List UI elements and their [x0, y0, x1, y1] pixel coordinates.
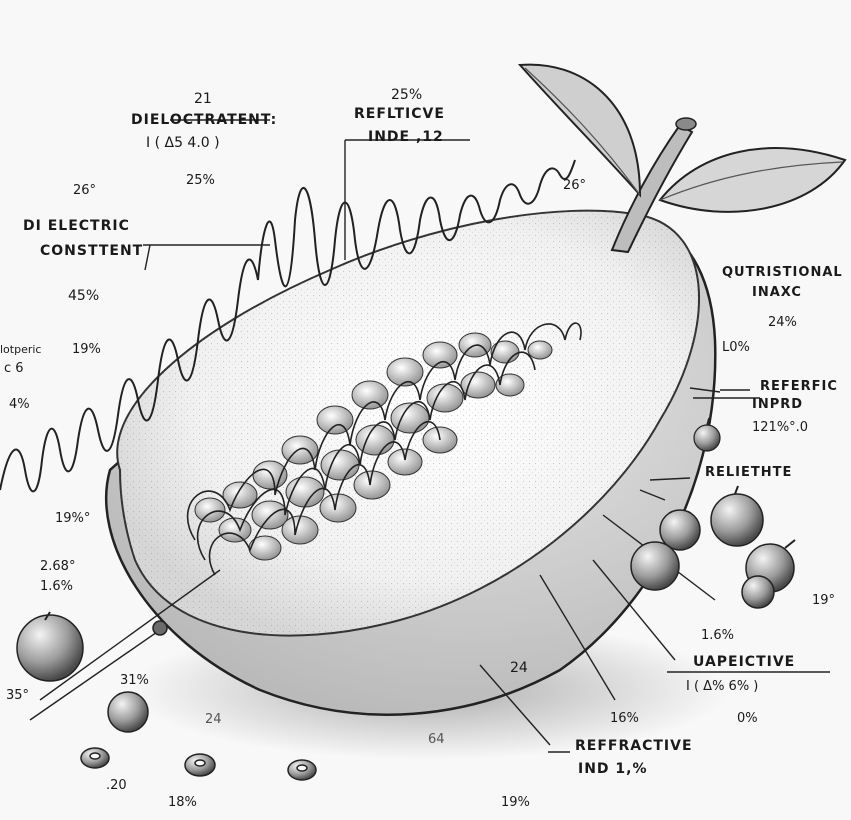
partial-left-line2: c 6 — [4, 361, 24, 376]
dielectric-left-title1: DI ELECTRIC — [23, 218, 130, 234]
berry — [107, 691, 149, 733]
berry — [693, 424, 721, 452]
blossom-end — [152, 620, 168, 636]
dielectric-top-value: I ( Δ5 4.0 ) — [146, 135, 220, 151]
pointer-lines — [29, 119, 830, 753]
pct-19-left: 19% — [72, 342, 101, 357]
refractive-top-value: INDE ,12 — [368, 129, 444, 145]
num-24-left: 24 — [205, 712, 222, 727]
uapeictive-value: I ( Δ% 6% ) — [686, 679, 759, 694]
waveform-left — [0, 258, 259, 493]
leaf-upper — [517, 63, 642, 198]
pct-19-bottom: 19% — [501, 795, 530, 810]
pct-31: 31% — [120, 673, 149, 688]
waveform-top — [257, 159, 576, 288]
uapeictive-top: 1.6% — [701, 628, 735, 643]
deg-35: 35° — [6, 688, 30, 703]
deg-19-left: 19%° — [55, 511, 91, 526]
dielectric-top-number: 21 — [194, 91, 212, 107]
leaf-right — [658, 147, 847, 213]
left-2-68-line2: 1.6% — [40, 579, 74, 594]
seed-rings — [80, 747, 317, 781]
partial-left-line1: lotperic — [0, 343, 42, 356]
pct-16-mid: 16% — [610, 711, 639, 726]
pct-25: 25% — [186, 173, 215, 188]
nutritional-title2: INAXC — [752, 285, 802, 300]
referfic-title2: INPRD — [752, 397, 804, 412]
refractive-top-number: 25% — [391, 87, 423, 103]
berry — [659, 509, 701, 551]
nutritional-value1: 24% — [768, 315, 797, 330]
num-64: 64 — [428, 732, 445, 747]
berries — [16, 417, 796, 733]
uapeictive-title: UAPEICTIVE — [693, 654, 796, 670]
berry — [630, 541, 680, 591]
referfic-value: 121%°.0 — [752, 420, 809, 435]
num-24-center: 24 — [510, 660, 528, 676]
reliethte-label: RELIETHTE — [705, 465, 793, 480]
deg-26-right: 26° — [563, 178, 587, 193]
partial-left-value: 4% — [9, 397, 30, 412]
deg-26-left: 26° — [73, 183, 97, 198]
pct-18: 18% — [168, 795, 197, 810]
spiral-coils — [187, 322, 582, 576]
refractive-bottom-title: REFFRACTIVE — [575, 738, 693, 754]
fruit-stem — [610, 123, 694, 254]
berry — [16, 614, 84, 682]
refractive-top-title: REFLTICVE — [354, 106, 445, 122]
dielectric-top-title: DIELOCTRATENT: — [131, 112, 278, 128]
nutritional-title1: QUTRISTIONAL — [722, 265, 843, 280]
deg-19-right: 19° — [812, 593, 836, 608]
referfic-title1: REFERFIC — [760, 379, 838, 394]
left-2-68-line1: 2.68° — [40, 559, 76, 574]
dielectric-left-value: 45% — [68, 288, 100, 304]
uapeictive-bottom: 0% — [737, 711, 758, 726]
refractive-bottom-value: IND 1,% — [578, 761, 648, 777]
berry — [741, 575, 775, 609]
berry — [710, 493, 764, 547]
nutritional-value2: L0% — [722, 340, 750, 355]
dielectric-left-title2: CONSTTENT — [40, 243, 144, 259]
num-20: .20 — [106, 778, 127, 793]
